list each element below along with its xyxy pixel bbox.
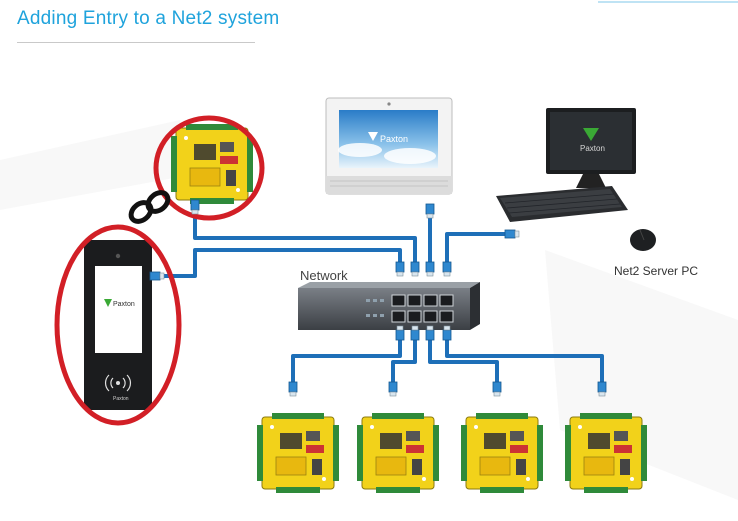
- switch-top-plugs: [395, 261, 452, 277]
- monitor-brand-text: Paxton: [380, 134, 408, 144]
- server-pc-label: Net2 Server PC: [614, 264, 699, 278]
- new-entry-controller-icon: [153, 115, 265, 221]
- pc-brand-text: Paxton: [580, 144, 605, 153]
- network-label: Network: [300, 268, 348, 283]
- page-title: Adding Entry to a Net2 system: [17, 8, 280, 29]
- title-underline: [17, 42, 255, 43]
- panel-brand-text: Paxton: [113, 301, 135, 308]
- chain-link-icon: [128, 190, 171, 224]
- server-pc-icon: Paxton: [496, 108, 656, 251]
- panel-footer-brand-text: Paxton: [113, 396, 129, 402]
- network-switch-icon: [298, 282, 480, 330]
- header-accent-line: [598, 1, 738, 3]
- network-cables: [150, 212, 604, 382]
- controller-3: [460, 381, 544, 494]
- entry-door-panel-icon: Paxton Paxton: [54, 224, 182, 426]
- entry-monitor-icon: Paxton: [325, 97, 453, 219]
- controller-2: [356, 381, 440, 494]
- controller-1: [256, 381, 340, 494]
